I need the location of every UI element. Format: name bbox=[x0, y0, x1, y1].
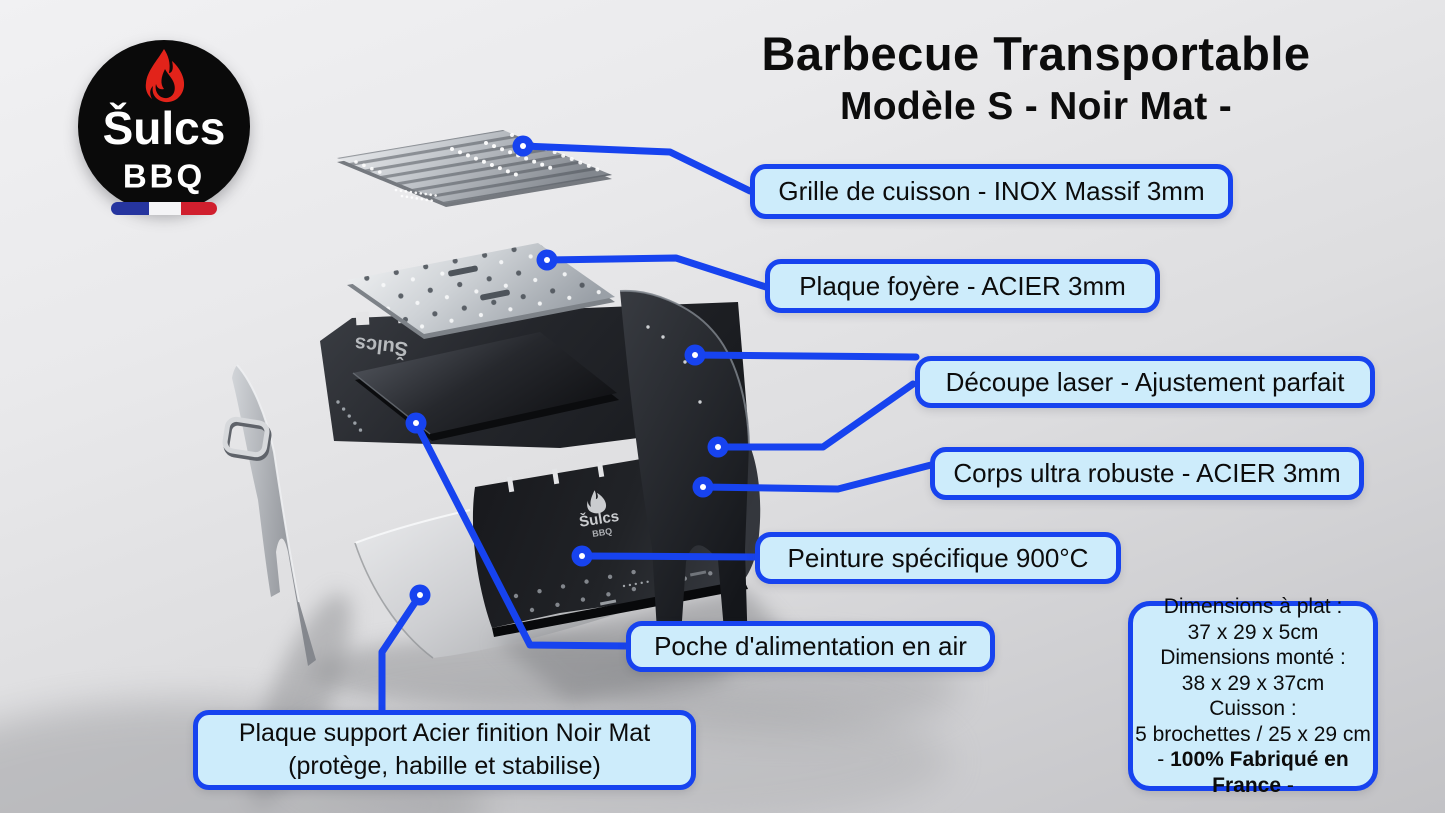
cooking-grill bbox=[337, 130, 612, 207]
connector-dots bbox=[405, 135, 729, 606]
connector-decoupe-a bbox=[691, 351, 920, 361]
callout-support: Plaque support Acier finition Noir Mat (… bbox=[193, 710, 696, 790]
made-prefix: - bbox=[1157, 748, 1171, 771]
callout-poche-label: Poche d'alimentation en air bbox=[654, 631, 967, 661]
callout-support-label2: (protège, habille et stabilise) bbox=[288, 752, 601, 780]
dot-peinture bbox=[571, 545, 593, 567]
made-text: 100% Fabriqué en France bbox=[1170, 748, 1349, 797]
connector-foyere bbox=[543, 254, 770, 291]
connector-corps bbox=[699, 461, 935, 493]
flame-icon bbox=[145, 49, 185, 103]
spec-line: Dimensions monté : bbox=[1160, 646, 1346, 669]
callout-support-label: Plaque support Acier finition Noir Mat bbox=[238, 719, 651, 747]
brand-sub: BBQ bbox=[122, 157, 206, 195]
made-in-france-line: - 100% Fabriqué en France - bbox=[1133, 747, 1373, 798]
connector-support bbox=[378, 591, 424, 717]
dot-decoupe-2 bbox=[707, 436, 729, 458]
engraved-logo: Šulcs BBQ bbox=[578, 490, 620, 539]
callout-foyere: Plaque foyère - ACIER 3mm bbox=[765, 259, 1160, 313]
callout-grille-label: Grille de cuisson - INOX Massif 3mm bbox=[778, 176, 1205, 206]
dot-support bbox=[409, 584, 431, 606]
brand-name: Šulcs bbox=[102, 102, 226, 154]
side-end-panel bbox=[619, 289, 750, 654]
callout-poche: Poche d'alimentation en air bbox=[626, 621, 995, 672]
connector-lines bbox=[378, 142, 935, 717]
dot-grille bbox=[512, 135, 534, 157]
page-subtitle: Modèle S - Noir Mat - bbox=[840, 85, 1232, 128]
page-title: Barbecue Transportable bbox=[761, 27, 1311, 80]
brand-logo: Šulcs BBQ bbox=[78, 40, 250, 215]
dot-poche bbox=[405, 412, 427, 434]
flag-white-stripe bbox=[149, 202, 181, 215]
callout-corps: Corps ultra robuste - ACIER 3mm bbox=[930, 447, 1364, 500]
spec-line: 5 brochettes / 25 x 29 cm bbox=[1135, 722, 1371, 746]
callout-peinture-label: Peinture spécifique 900°C bbox=[787, 542, 1089, 573]
specs-box: Dimensions à plat : 37 x 29 x 5cm Dimens… bbox=[1128, 595, 1378, 797]
flag-blue-stripe bbox=[111, 202, 150, 215]
callout-foyere-label: Plaque foyère - ACIER 3mm bbox=[799, 270, 1126, 301]
connector-grille bbox=[519, 142, 754, 195]
carry-handle bbox=[222, 416, 270, 458]
side-leg-panel bbox=[222, 364, 316, 666]
callout-decoupe: Découpe laser - Ajustement parfait bbox=[915, 356, 1375, 408]
svg-text:BBQ: BBQ bbox=[592, 526, 613, 539]
connector-poche bbox=[412, 419, 632, 650]
dot-corps bbox=[692, 476, 714, 498]
title-block: Barbecue Transportable Modèle S - Noir M… bbox=[630, 26, 1442, 132]
callout-corps-label: Corps ultra robuste - ACIER 3mm bbox=[953, 458, 1341, 488]
made-suffix: - bbox=[1281, 773, 1294, 797]
spec-line: Dimensions à plat : bbox=[1163, 595, 1343, 618]
dot-foyere bbox=[536, 249, 558, 271]
french-flag-icon bbox=[111, 202, 217, 215]
dot-decoupe bbox=[684, 344, 706, 366]
callout-grille: Grille de cuisson - INOX Massif 3mm bbox=[750, 164, 1233, 219]
connector-decoupe-b bbox=[714, 380, 917, 451]
spec-line: 37 x 29 x 5cm bbox=[1187, 620, 1319, 644]
callout-peinture: Peinture spécifique 900°C bbox=[755, 532, 1121, 584]
spec-line: 38 x 29 x 37cm bbox=[1181, 671, 1325, 695]
connector-peinture bbox=[578, 552, 760, 561]
flag-red-stripe bbox=[180, 202, 217, 215]
callout-decoupe-label: Découpe laser - Ajustement parfait bbox=[945, 366, 1345, 397]
spec-line: Cuisson : bbox=[1209, 697, 1297, 720]
